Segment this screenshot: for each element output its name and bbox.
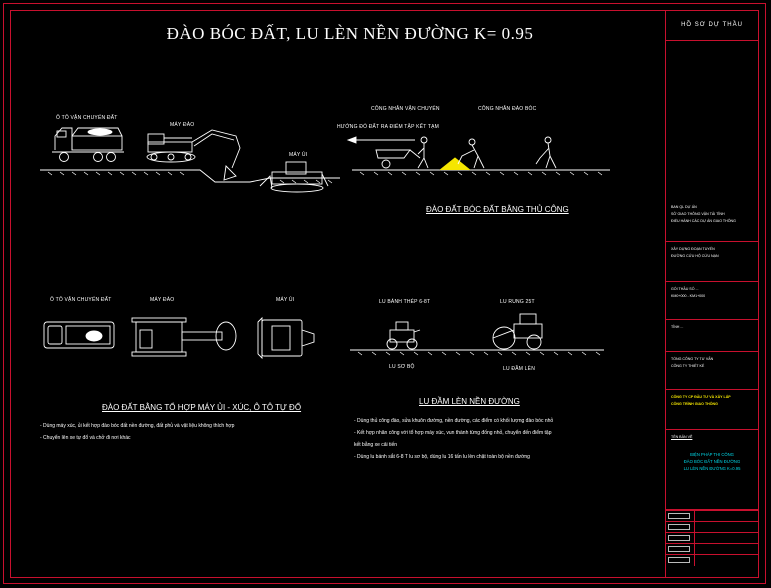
outer-frame (3, 3, 766, 584)
company-line: CÔNG TY CP ĐẦU TƯ VÀ XÂY LẮP (671, 395, 731, 399)
excavator-label-plan: MÁY ĐÀO (150, 297, 175, 303)
titleblock-company: CÔNG TY CP ĐẦU TƯ VÀ XÂY LẮP CÔNG TRÌNH … (666, 390, 758, 430)
dump-truck-plan-icon (43, 321, 115, 349)
digging-worker-icon (535, 136, 557, 169)
shovel-worker-icon (457, 138, 485, 169)
signature-row (666, 521, 758, 533)
titleblock-drawing: TÊN BẢN VẼ BIỆN PHÁP THI CÔNG ĐÀO BÓC ĐẤ… (666, 430, 758, 510)
inner-frame (10, 10, 759, 578)
notes-machine: - Dùng máy xúc, ủi kết hợp đào bóc đất n… (40, 420, 234, 444)
truck-label-plan: Ô TÔ VẬN CHUYỂN ĐẤT (50, 297, 112, 303)
note-line: - Dùng lu bánh sắt 6-8 T lu sơ bộ, dùng … (354, 454, 530, 460)
small-roller-icon (386, 321, 421, 350)
signature-row (666, 532, 758, 544)
company-line: CÔNG TRÌNH GIAO THÔNG (671, 402, 718, 406)
compact-section-title: LU ĐẦM LÈN NỀN ĐƯỜNG (419, 397, 520, 406)
owner-line: BAN QL DỰ ÁN (671, 205, 697, 209)
manual-section-title: ĐÀO ĐẤT BÓC ĐẤT BẰNG THỦ CÔNG (426, 205, 569, 214)
note-line: - Kết hợp nhân công với tổ hợp máy xúc, … (354, 430, 552, 436)
ground-line-rollers (350, 349, 604, 356)
note-line: - Chuyển lên xe tự đổ và chở đi nơi khác (40, 435, 131, 441)
dump-truck-side-icon (52, 127, 124, 162)
roller-small-label: LU SƠ BỘ (389, 364, 415, 370)
direction-arrow (346, 136, 415, 144)
dozer-label-top: MÁY ỦI (289, 152, 308, 158)
project-line: XÂY DỰNG ĐOẠN TUYẾN (671, 247, 715, 251)
signature-row (666, 510, 758, 522)
drawing-name: BIỆN PHÁP THI CÔNG ĐÀO BÓC ĐẤT NỀN ĐƯỜNG… (671, 451, 753, 472)
vibratory-roller-icon (492, 313, 543, 350)
bulldozer-plan-icon (257, 316, 315, 360)
notes-compact: - Dùng thủ công đào, sửa khuôn đường, nề… (354, 415, 553, 463)
contractor-line: CÔNG TY THIẾT KẾ (671, 364, 705, 368)
contractor-line: TỔNG CÔNG TY TƯ VẤN (671, 357, 714, 361)
drawing-name-label: TÊN BẢN VẼ (671, 435, 693, 439)
roller-compact-label: LU ĐẦM LÈN (503, 366, 536, 372)
note-line: - Dùng thủ công đào, sửa khuôn đường, nề… (354, 418, 554, 424)
titleblock-location: TỈNH ... (666, 320, 758, 352)
truck-label-top: Ô TÔ VẬN CHUYỂN ĐẤT (56, 115, 118, 121)
titleblock-header: HỒ SƠ DỰ THẦU (666, 10, 758, 41)
titleblock-package: GÓI THẦU SỐ ... KM0+000 - KM1+000 (666, 282, 758, 320)
titleblock-owner: BAN QL DỰ ÁN SỞ GIAO THÔNG VẬN TẢI TỈNH … (666, 200, 758, 242)
roller-steel-label: LU BÁNH THÉP 6-8T (379, 299, 431, 305)
package-line: GÓI THẦU SỐ ... (671, 287, 699, 291)
signature-row (666, 554, 758, 566)
note-line: kết bằng xe cải tiến (354, 442, 398, 448)
project-line: ĐƯỜNG CỨU HỘ CỨU NẠN (671, 254, 719, 258)
dozer-label-plan: MÁY ỦI (276, 297, 295, 303)
roller-vib-label: LU RUNG 25T (500, 299, 535, 305)
worker-transport-label: CÔNG NHÂN VẬN CHUYỂN (371, 106, 440, 112)
signature-row (666, 543, 758, 555)
owner-line: ĐIỂU HÀNH CÁC DỰ ÁN GIAO THÔNG (671, 219, 736, 223)
drawing-title: ĐÀO BÓC ĐẤT, LU LÈN NỀN ĐƯỜNG K= 0.95 (166, 24, 534, 43)
titleblock-signature-grid (666, 510, 758, 578)
direction-label: HƯỚNG ĐỔ ĐẤT RA ĐIỂM TẬP KẾT TẠM (337, 124, 440, 130)
ground-line-top-right (352, 169, 610, 176)
titleblock-contractor: TỔNG CÔNG TY TƯ VẤN CÔNG TY THIẾT KẾ (666, 352, 758, 390)
note-line: - Dùng máy xúc, ủi kết hợp đào bóc đất n… (40, 423, 235, 429)
title-block: HỒ SƠ DỰ THẦU BAN QL DỰ ÁN SỞ GIAO THÔNG… (665, 10, 758, 578)
machine-section-title: ĐÀO ĐẤT BẰNG TỔ HỢP MÁY ỦI - XÚC, Ô TÔ T… (102, 403, 302, 412)
equipment-line-art (40, 127, 610, 360)
bulldozer-side-icon (259, 161, 329, 193)
package-line: KM0+000 - KM1+000 (671, 294, 706, 298)
owner-line: SỞ GIAO THÔNG VẬN TẢI TỈNH (671, 212, 725, 216)
wheelbarrow-worker-icon (375, 136, 429, 169)
excavator-side-icon (146, 129, 241, 181)
drawing-name-line: BIỆN PHÁP THI CÔNG (690, 452, 734, 457)
titleblock-project: XÂY DỰNG ĐOẠN TUYẾN ĐƯỜNG CỨU HỘ CỨU NẠN (666, 242, 758, 282)
ground-line-top-left (40, 169, 340, 184)
drawing-name-line: LU LÈN NỀN ĐƯỜNG K=0.95 (683, 466, 741, 471)
drawing-name-line: ĐÀO BÓC ĐẤT NỀN ĐƯỜNG (683, 459, 741, 464)
excavator-label-top: MÁY ĐÀO (170, 122, 195, 128)
worker-dig-label: CÔNG NHÂN ĐÀO BÓC (478, 106, 537, 112)
location-line: TỈNH ... (671, 325, 684, 329)
soil-pile-icon (439, 157, 471, 171)
excavator-plan-icon (131, 317, 237, 357)
